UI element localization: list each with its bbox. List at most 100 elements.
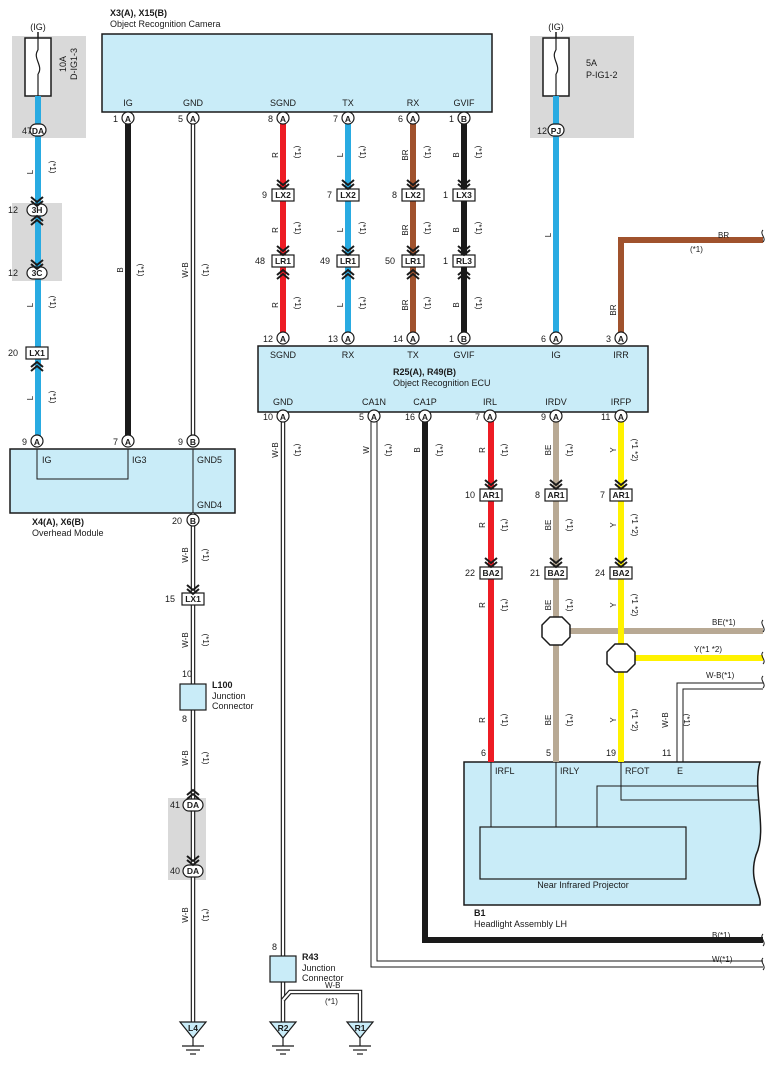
svg-text:BE: BE <box>544 520 553 531</box>
svg-text:R: R <box>271 227 280 233</box>
svg-text:R: R <box>271 152 280 158</box>
svg-text:SGND: SGND <box>270 350 297 360</box>
terminal-circle <box>29 123 47 137</box>
svg-text:21: 21 <box>530 568 540 578</box>
svg-text:8: 8 <box>392 190 397 200</box>
svg-text:(*1): (*1) <box>384 444 393 457</box>
svg-text:RX: RX <box>407 98 420 108</box>
terminal-circle <box>367 409 381 423</box>
note-labels: (*1) (*1) (*1) (*1) (*1) (*1) (*1) (*1) … <box>48 146 691 922</box>
svg-text:IG: IG <box>551 350 561 360</box>
svg-text:B(*1): B(*1) <box>712 931 731 940</box>
svg-text:DA: DA <box>32 126 44 136</box>
chevron-down-icon <box>457 249 471 257</box>
svg-text:(*1): (*1) <box>500 519 509 532</box>
svg-text:AR1: AR1 <box>547 490 564 500</box>
pin-numbers: 47 12 1 5 8 7 6 1 12 13 14 1 6 3 10 5 16… <box>22 114 671 952</box>
svg-text:(*1 *2): (*1 *2) <box>630 439 639 462</box>
wire-e-inner <box>682 688 763 762</box>
svg-text:(*1): (*1) <box>293 146 302 159</box>
terminal-circle <box>30 434 44 448</box>
svg-text:TX: TX <box>407 350 419 360</box>
terminal-circle <box>457 111 471 125</box>
svg-text:12: 12 <box>8 205 18 215</box>
wire-e-outer <box>676 682 763 762</box>
svg-text:(*1): (*1) <box>293 222 302 235</box>
svg-text:3: 3 <box>606 334 611 344</box>
chevron-up-icon <box>276 272 290 280</box>
svg-text:W-B: W-B <box>661 712 670 727</box>
svg-text:GVIF: GVIF <box>453 98 475 108</box>
svg-text:(*1): (*1) <box>423 222 432 235</box>
fuse-left-supply: (IG) <box>30 22 46 32</box>
svg-text:L: L <box>26 302 35 307</box>
overhead-name: Overhead Module <box>32 528 104 538</box>
svg-text:SGND: SGND <box>270 98 297 108</box>
svg-text:(*1 *2): (*1 *2) <box>630 514 639 537</box>
svg-text:1: 1 <box>443 190 448 200</box>
svg-text:A: A <box>125 114 131 124</box>
svg-text:(*1): (*1) <box>358 146 367 159</box>
chevron-down-icon <box>457 183 471 191</box>
svg-text:7: 7 <box>333 114 338 124</box>
chevron-up-icon <box>30 360 44 368</box>
svg-text:Y(*1 *2): Y(*1 *2) <box>694 645 722 654</box>
svg-text:BR: BR <box>401 149 410 160</box>
svg-text:L: L <box>26 169 35 174</box>
svg-text:11: 11 <box>662 748 671 758</box>
svg-text:7: 7 <box>327 190 332 200</box>
svg-text:1: 1 <box>443 256 448 266</box>
svg-text:(*1): (*1) <box>500 714 509 727</box>
fuse-right: (IG) 5A P-IG1-2 <box>542 22 618 97</box>
chevron-up-icon <box>406 272 420 280</box>
terminal-circle <box>186 434 200 448</box>
svg-text:W-B: W-B <box>181 750 190 765</box>
svg-text:TX: TX <box>342 98 354 108</box>
svg-text:(*1): (*1) <box>48 296 57 309</box>
chevron-up-icon <box>186 792 200 800</box>
svg-text:LX1: LX1 <box>29 348 45 358</box>
chevron-down-icon <box>186 859 200 867</box>
svg-text:DA: DA <box>187 800 199 810</box>
svg-text:Y: Y <box>609 522 618 528</box>
svg-text:Y: Y <box>609 717 618 723</box>
svg-text:20: 20 <box>8 348 18 358</box>
svg-text:7: 7 <box>600 490 605 500</box>
camera-id: X3(A), X15(B) <box>110 8 167 18</box>
chevron-up-icon <box>457 272 471 280</box>
chevron-down-icon <box>276 183 290 191</box>
chevron-down-icon <box>549 479 563 487</box>
svg-text:L: L <box>336 302 345 307</box>
inline-connector <box>25 346 49 360</box>
chevron-down-icon <box>341 183 355 191</box>
svg-text:49: 49 <box>320 256 330 266</box>
svg-text:W(*1): W(*1) <box>712 955 733 964</box>
svg-text:AR1: AR1 <box>482 490 499 500</box>
chevron-down-icon <box>30 259 44 267</box>
svg-text:48: 48 <box>255 256 265 266</box>
svg-text:A: A <box>410 114 416 124</box>
svg-text:(*1): (*1) <box>293 444 302 457</box>
svg-text:BR: BR <box>609 304 618 315</box>
svg-text:BE(*1): BE(*1) <box>712 618 736 627</box>
terminal-letters: DA PJ A A A A A B A A A B A A A A A A A … <box>32 114 624 526</box>
svg-text:Connector: Connector <box>212 701 254 711</box>
chevron-down-icon <box>30 200 44 208</box>
svg-text:A: A <box>618 334 624 344</box>
svg-text:5: 5 <box>178 114 183 124</box>
svg-text:47: 47 <box>22 126 32 136</box>
svg-text:IRFL: IRFL <box>495 766 515 776</box>
svg-text:R: R <box>478 522 487 528</box>
svg-text:(*1): (*1) <box>201 264 210 277</box>
terminal-circle <box>549 331 563 345</box>
svg-text:(*1): (*1) <box>358 222 367 235</box>
chevron-down-icon <box>549 557 563 565</box>
svg-text:(*1 *2): (*1 *2) <box>630 709 639 732</box>
svg-text:A: A <box>280 114 286 124</box>
svg-text:DA: DA <box>187 866 199 876</box>
chevron-down-icon <box>484 483 498 491</box>
svg-text:(*1): (*1) <box>201 752 210 765</box>
svg-text:(*1): (*1) <box>325 997 338 1006</box>
chevron-down-icon <box>614 557 628 565</box>
svg-text:W-B: W-B <box>181 547 190 562</box>
